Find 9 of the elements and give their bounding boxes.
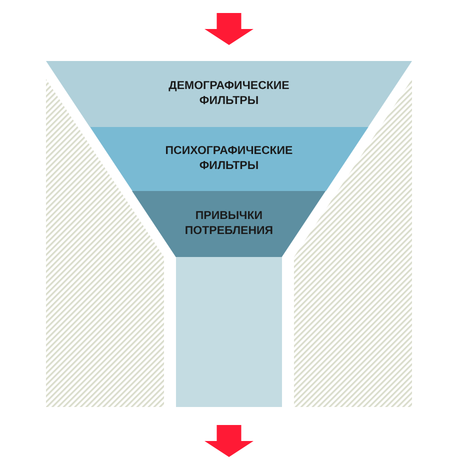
funnel-label: ПРИВЫЧКИ ПОТРЕБЛЕНИЯ	[184, 209, 274, 239]
arrow	[204, 13, 254, 45]
funnel-section	[90, 127, 368, 191]
funnel-label: ПСИХОГРАФИЧЕСКИЕ ФИЛЬТРЫ	[165, 144, 293, 174]
funnel-neck	[176, 257, 282, 407]
funnel-label: ДЕМОГРАФИЧЕСКИЕ ФИЛЬТРЫ	[168, 79, 290, 109]
arrow	[204, 425, 254, 457]
funnel-section	[132, 191, 326, 257]
funnel-section	[46, 61, 412, 127]
